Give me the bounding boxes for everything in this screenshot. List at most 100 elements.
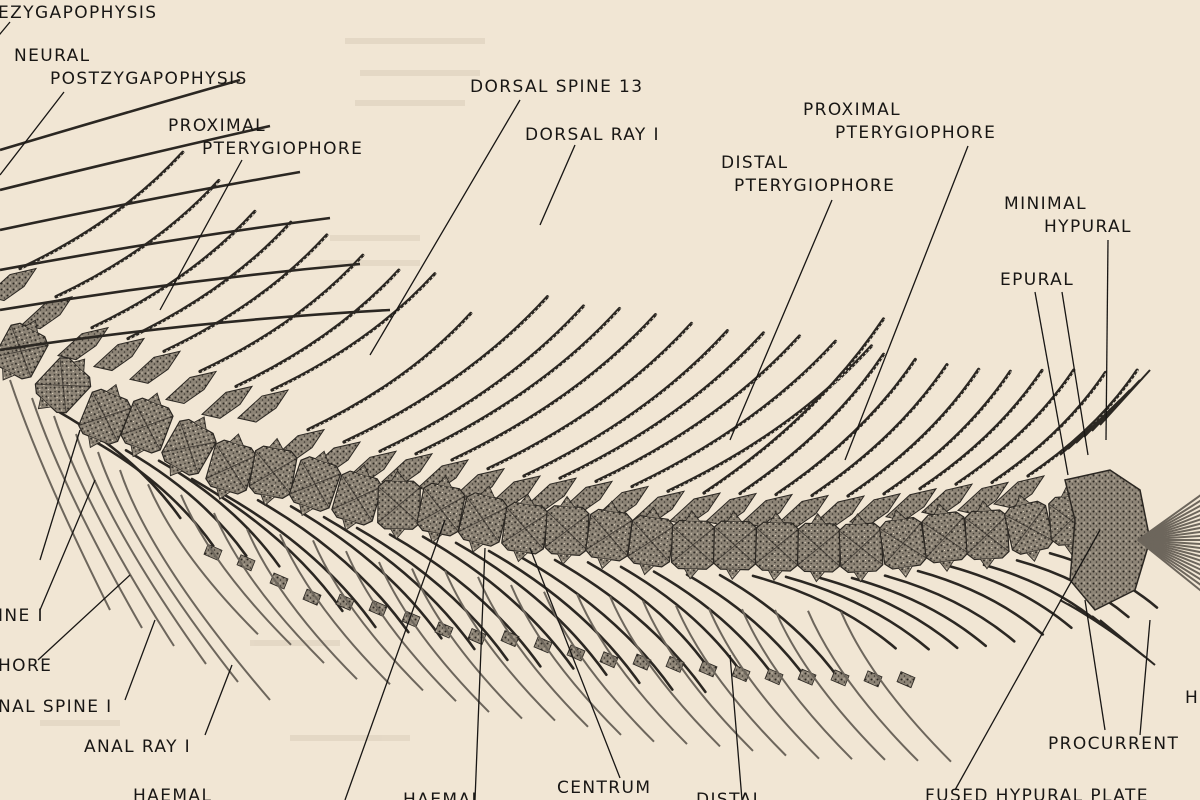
haemal-process [513,550,528,563]
label-postzygapophysis-line2: POSTZYGAPOPHYSIS [50,69,248,89]
ghost-text-line [330,235,420,241]
label-proximal-right-line1: PROXIMAL [803,100,901,120]
dorsal-ray-anterior [0,262,361,312]
haemal-spine [223,493,377,629]
caudal-fin-ray [1137,539,1200,586]
anal-ray [213,512,325,664]
rib [31,397,143,629]
dorsal-ray [90,209,257,330]
dorsal-ray [198,253,365,374]
dorsal-ray-segment [309,313,473,431]
dorsal-ray-segment [597,335,801,482]
rib [75,433,207,665]
haemal-process [810,571,825,583]
dorsal-ray [990,370,1108,485]
dorsal-ray [702,317,886,495]
neural-process [73,358,86,372]
dorsal-ray-anterior [0,308,391,352]
label-pterygiophore-right-line2: PTERYGIOPHORE [835,123,997,143]
anal-ray [807,610,919,762]
haemal-spine [784,575,930,651]
vertebra [331,464,383,531]
caudal-fin-ray [1137,539,1200,581]
dorsal-ray-segment [849,369,981,497]
anal-ray [741,608,853,760]
label-neural-postzygapophysis: NEURAL POSTZYGAPOPHYSIS [14,46,248,89]
pterygiophore [56,326,110,361]
leader-line [1034,291,1069,476]
haemal-spine [916,569,1045,636]
procurrent-ray-upper [1099,369,1151,426]
dorsal-ray [810,363,949,498]
leader-line [39,479,96,611]
vertebra [838,513,884,583]
haemal-process [2,368,16,381]
haemal-process [853,571,869,583]
haemal-process [260,494,275,506]
anal-ray [411,568,523,720]
centrum-mark [671,525,715,564]
dorsal-ray-segment [21,152,185,270]
leader-line [344,519,446,800]
neural-process [604,500,619,513]
haemal-process [299,504,314,517]
haemal-spine [58,411,182,520]
haemal-process [169,464,183,477]
caudal-fin-ray [1137,539,1200,562]
leader-line [159,159,243,311]
label-minimal-line1: MINIMAL [1004,194,1087,214]
label-pterygiophore-line2: PTERYGIOPHORE [202,139,364,159]
haemal-process [469,540,484,553]
procurrent-ray-lower [1099,619,1156,666]
dorsal-ray-segment [345,296,549,443]
dorsal-ray [486,321,694,471]
centrum-mark [416,487,466,532]
dorsal-ray-segment [633,340,837,487]
label-prezygapophysis: EZYGAPOPHYSIS [0,3,158,23]
vertebra [161,416,217,477]
centrum-mark [458,496,508,543]
dorsal-ray-segment [885,371,1012,495]
leader-line [0,21,11,36]
dorsal-ray [522,329,730,478]
label-dorsal-spine-13: DORSAL SPINE 13 [470,77,644,97]
pterygiophore [992,475,1046,509]
caudal-fin-group [1059,369,1200,666]
haemal-process [898,565,913,578]
dorsal-ray [306,311,473,432]
vertebral-column-group [0,319,1094,583]
haemal-process [939,560,955,573]
vertebra [670,510,716,580]
leader-line [124,619,156,701]
haemal-spine [586,561,710,670]
haemal-spine [553,558,707,694]
haemal-spine [388,533,542,668]
anal-pterygiophore [599,651,619,669]
dorsal-ray [1026,368,1139,478]
dorsal-ray-segment [57,180,221,298]
anal-ray [246,528,358,680]
label-distal-pterygiophore-line2: PTERYGIOPHORE [734,176,896,196]
label-dorsal-ray-1: DORSAL RAY I [525,125,660,145]
vertebra [78,383,132,449]
vertebra [0,319,49,381]
leader-line [474,547,486,800]
leader-lines-group [0,21,1151,800]
label-spine-1-partial: INE I [0,606,44,626]
neural-process [811,512,826,525]
centrum-mark [161,421,217,474]
neural-process [25,319,39,333]
dorsal-ray [594,334,802,483]
pterygiophore [236,389,290,423]
label-anal-ray-1: ANAL RAY I [84,737,192,757]
caudal-fin-ray [1137,539,1200,576]
dorsal-ray-segment [273,273,437,391]
anal-pterygiophore [632,653,652,671]
vertebra [797,512,841,583]
anal-pterygiophore [731,665,751,683]
label-anal-spine-1: NAL SPINE I [0,697,113,717]
caudal-fin-ray [1137,504,1200,541]
haemal-process [597,557,612,570]
dorsal-ray [342,295,550,444]
anal-pterygiophore [896,671,916,689]
